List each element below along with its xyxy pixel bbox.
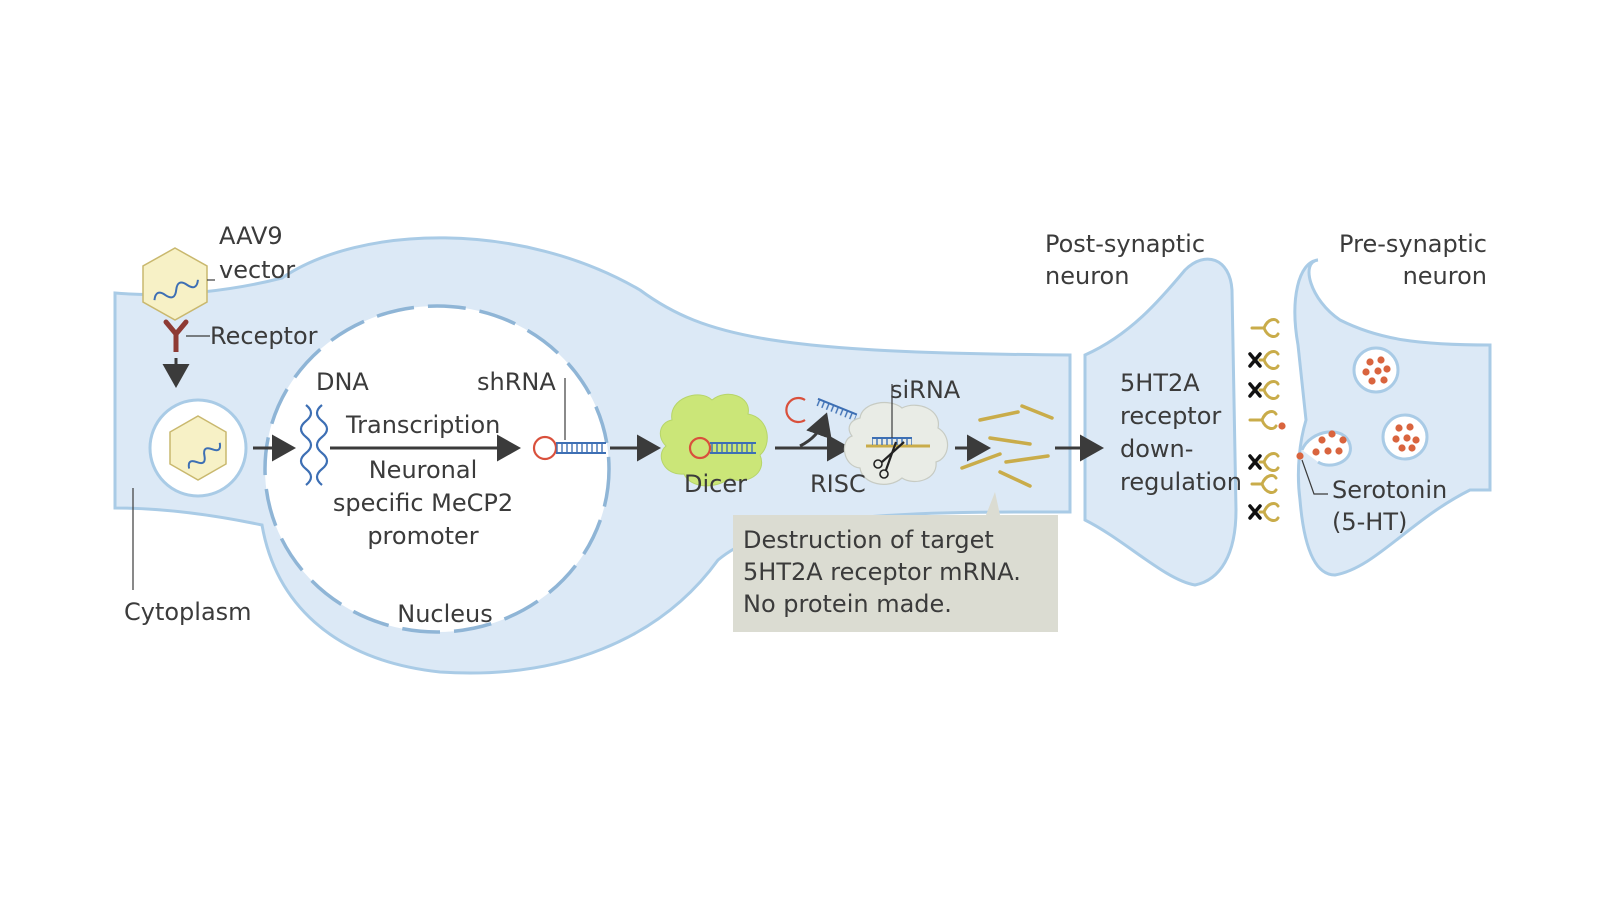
sirna-strand: [815, 397, 858, 422]
promoter-line2: specific MeCP2: [333, 489, 513, 517]
receptor-label: Receptor: [210, 322, 318, 350]
labels: AAV9 vector Receptor Cytoplasm DNA shRNA…: [124, 222, 1487, 628]
downregulation-line4: regulation: [1120, 468, 1242, 496]
release-arrow: [799, 412, 832, 448]
post-synaptic-line1: Post-synaptic: [1045, 230, 1205, 258]
mrna-fragment-icon: [960, 404, 1054, 488]
downregulation-line2: receptor: [1120, 402, 1221, 430]
pre-synaptic-line2: neuron: [1403, 262, 1487, 290]
scissors-icon: [873, 441, 905, 479]
released-loop: [785, 396, 806, 424]
vector-label: vector: [219, 256, 295, 284]
callout-line3: No protein made.: [743, 590, 952, 618]
hexagon-capsid-icon: [142, 247, 208, 321]
post-synaptic-terminal: [1083, 257, 1238, 587]
shrna-label: shRNA: [477, 368, 556, 396]
cytoplasm-label: Cytoplasm: [124, 598, 252, 626]
risc-label: RISC: [810, 470, 866, 498]
nucleus-label: Nucleus: [397, 600, 493, 628]
promoter-line3: promoter: [367, 522, 478, 550]
sirna-label: siRNA: [890, 376, 961, 404]
promoter-line1: Neuronal: [369, 456, 478, 484]
hairpin-rna-icon: [532, 435, 606, 461]
callout-line2: 5HT2A receptor mRNA.: [743, 558, 1021, 586]
dna-label: DNA: [316, 368, 369, 396]
serotonin-line1: Serotonin: [1332, 476, 1447, 504]
callout-box: [733, 492, 1058, 632]
transcription-label: Transcription: [345, 411, 500, 439]
synapse-receptors: [1248, 318, 1280, 522]
pre-synaptic-line1: Pre-synaptic: [1339, 230, 1487, 258]
serotonin-dot-icon: [1278, 356, 1420, 460]
downregulation-line1: 5HT2A: [1120, 369, 1200, 397]
serotonin-line2: (5-HT): [1332, 508, 1407, 536]
nucleus-envelope: [263, 304, 611, 634]
dicer-label: Dicer: [684, 470, 747, 498]
callout-line1: Destruction of target: [743, 526, 994, 554]
x-mark-icon: [1248, 352, 1262, 520]
endosome-icon: [148, 398, 248, 498]
aav9-virus: [142, 247, 215, 321]
y-receptor-icon: [163, 319, 210, 352]
post-synaptic-line2: neuron: [1045, 262, 1129, 290]
dna-helix-icon: [299, 404, 329, 486]
downregulation-line3: down-: [1120, 435, 1193, 463]
aav9-label: AAV9: [219, 222, 283, 250]
y-receptor-icon: [1248, 318, 1280, 522]
dicer-enzyme-icon: [659, 393, 768, 487]
serotonin-pointer: [1301, 459, 1328, 495]
dna-helix-icon: [153, 279, 199, 301]
